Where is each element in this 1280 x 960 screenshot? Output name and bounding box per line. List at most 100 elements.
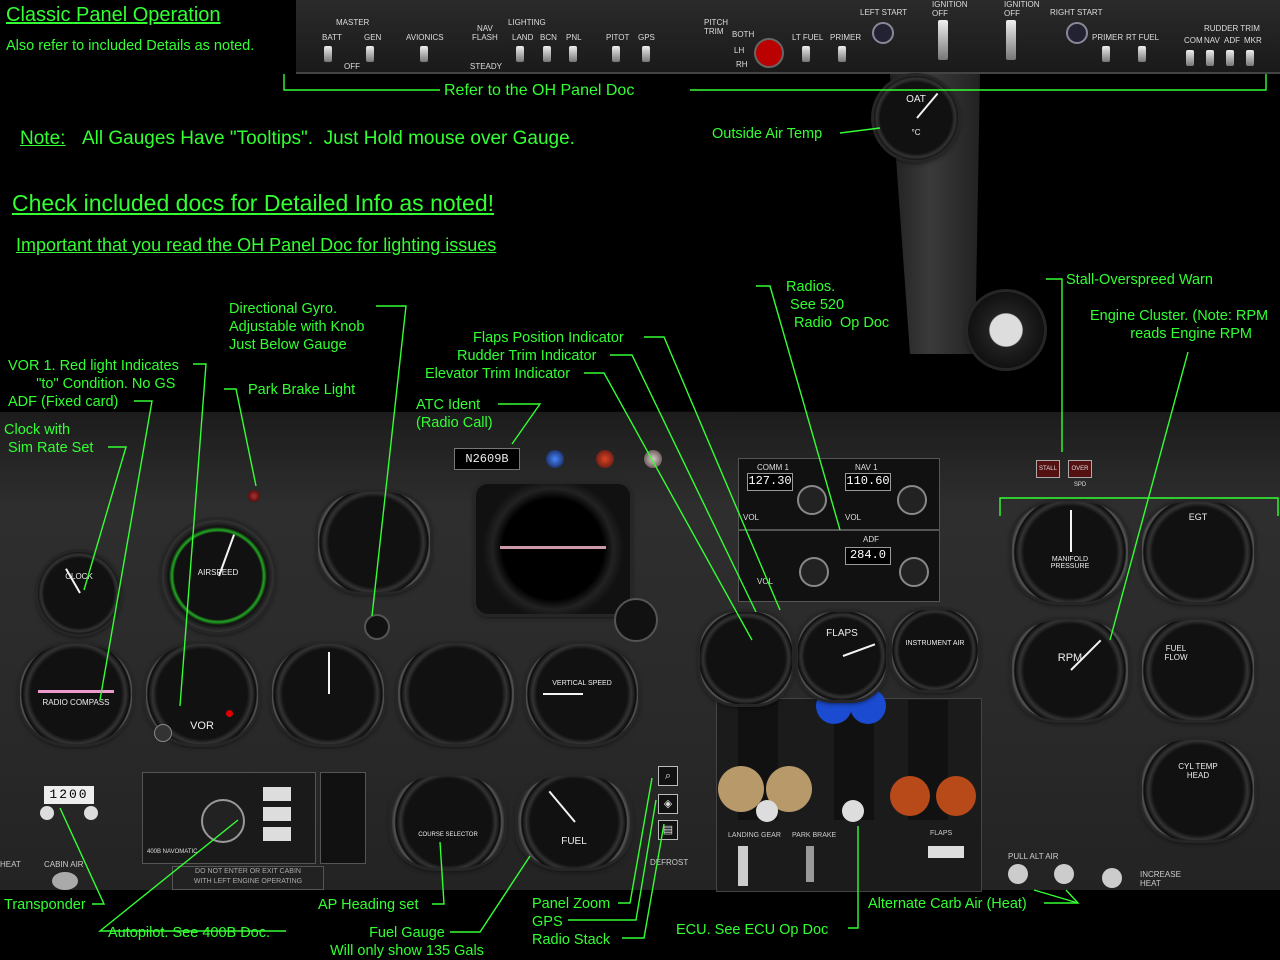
page-subtitle: Also refer to included Details as noted. xyxy=(6,38,255,54)
adf-tune-knob[interactable] xyxy=(899,557,929,587)
radio-stack-icon[interactable]: ▤ xyxy=(658,820,678,840)
oh-bcn-label: BCN xyxy=(540,33,557,42)
egt-gauge[interactable]: EGT xyxy=(1142,502,1254,602)
note-text: All Gauges Have "Tooltips". Just Hold mo… xyxy=(82,128,575,149)
atc-ident-annotation: ATC Ident (Radio Call) xyxy=(416,397,493,431)
ap-nav-button[interactable] xyxy=(263,807,291,821)
nav1-frequency[interactable]: 110.60 xyxy=(845,473,891,491)
oh-com-label: COM xyxy=(1184,36,1203,45)
gps-icon[interactable]: ◈ xyxy=(658,794,678,814)
oat-gauge[interactable]: OAT °C xyxy=(874,76,958,160)
turn-coordinator[interactable] xyxy=(398,644,514,744)
airspeed-indicator[interactable]: AIRSPEED xyxy=(162,520,274,632)
mixture-right-knob[interactable] xyxy=(936,776,976,816)
rpm-label: RPM xyxy=(1057,652,1083,664)
oh-gen-label: GEN xyxy=(364,33,382,42)
adf-frequency[interactable]: 284.0 xyxy=(845,547,891,565)
gps-switch[interactable] xyxy=(642,46,650,62)
altimeter-needle xyxy=(328,652,330,694)
mixture-left-knob[interactable] xyxy=(890,776,930,816)
dg-adjust-knob[interactable] xyxy=(364,614,390,640)
manifold-needle xyxy=(1070,510,1072,552)
batt-switch[interactable] xyxy=(324,46,332,62)
right-ignition-switch[interactable] xyxy=(1006,20,1016,60)
trim-indicator[interactable] xyxy=(700,612,792,704)
beacon-switch[interactable] xyxy=(543,46,551,62)
oh-pnl-label: PNL xyxy=(566,33,582,42)
adf-left-knob[interactable] xyxy=(799,557,829,587)
vor-to-light xyxy=(226,710,233,717)
right-start-button[interactable] xyxy=(1066,22,1088,44)
com-audio-switch[interactable] xyxy=(1186,50,1194,66)
manifold-pressure-gauge[interactable]: MANIFOLD PRESSURE xyxy=(1012,502,1128,602)
left-ignition-switch[interactable] xyxy=(938,20,948,60)
radio-compass-gauge[interactable]: RADIO COMPASS xyxy=(20,644,132,744)
attitude-adjust-knob[interactable] xyxy=(614,598,658,642)
ap-on-button[interactable] xyxy=(263,787,291,801)
fuel-gauge[interactable]: FUEL xyxy=(518,776,630,868)
oh-ignition-right-label: IGNITION OFF xyxy=(1004,0,1040,18)
cabin-air-knob[interactable] xyxy=(52,872,78,890)
transponder-code[interactable]: 1200 xyxy=(44,786,94,804)
landing-gear-lever[interactable] xyxy=(738,846,748,886)
land-light-switch[interactable] xyxy=(516,46,524,62)
oh-ltfuel-label: LT FUEL xyxy=(792,33,824,42)
pitot-switch[interactable] xyxy=(612,46,620,62)
comm1-frequency[interactable]: 127.30 xyxy=(747,473,793,491)
increase-heat-label: INCREASE HEAT xyxy=(1140,870,1181,888)
flaps-indicator[interactable]: FLAPS xyxy=(798,612,886,700)
vsi-label: VERTICAL SPEED xyxy=(552,680,612,687)
annunciator-panel xyxy=(320,772,366,864)
avionics-switch[interactable] xyxy=(420,46,428,62)
trim-disconnect-button[interactable] xyxy=(754,38,784,68)
primer-right-switch[interactable] xyxy=(1102,46,1110,62)
nav1-tune-knob[interactable] xyxy=(897,485,927,515)
alt-air-right-knob[interactable] xyxy=(1054,864,1074,884)
panel-zoom-icon[interactable]: ⌕ xyxy=(658,766,678,786)
oh-primer-label: PRIMER xyxy=(830,33,862,42)
gps-annotation: GPS xyxy=(532,914,563,930)
primer-switch[interactable] xyxy=(838,46,846,62)
throttle-left-knob[interactable] xyxy=(718,766,764,812)
left-start-button[interactable] xyxy=(872,22,894,44)
transponder-right-knob[interactable] xyxy=(84,806,98,820)
ap-alt-button[interactable] xyxy=(263,827,291,841)
panel-light-switch[interactable] xyxy=(569,46,577,62)
transponder-left-knob[interactable] xyxy=(40,806,54,820)
rt-fuel-switch[interactable] xyxy=(1138,46,1146,62)
flaps-lever[interactable] xyxy=(928,846,964,858)
park-brake-lever[interactable] xyxy=(806,846,814,882)
nav-audio-switch[interactable] xyxy=(1206,50,1214,66)
attitude-indicator[interactable] xyxy=(476,484,630,614)
instrument-air-gauge[interactable]: INSTRUMENT AIR xyxy=(892,610,978,690)
rudder-trim-annotation: Rudder Trim Indicator xyxy=(457,348,597,364)
autopilot-heading-knob[interactable] xyxy=(201,799,245,843)
autopilot-model: 400B NAVOMATIC xyxy=(147,849,198,855)
altimeter[interactable] xyxy=(272,644,384,744)
fuel-flow-gauge[interactable]: FUEL FLOW xyxy=(1142,620,1254,720)
cylinder-temp-gauge[interactable]: CYL TEMP HEAD xyxy=(1142,740,1254,840)
adf-audio-switch[interactable] xyxy=(1226,50,1234,66)
flaps-needle xyxy=(842,643,876,657)
fuel-needle xyxy=(548,790,576,823)
nav1-label: NAV 1 xyxy=(855,463,878,472)
gen-switch[interactable] xyxy=(366,46,374,62)
oh-ruddertrim-label: RUDDER TRIM xyxy=(1204,24,1260,33)
course-selector-gauge[interactable]: COURSE SELECTOR xyxy=(392,776,504,868)
friction-lock-knob[interactable] xyxy=(842,800,864,822)
park-brake-label: PARK BRAKE xyxy=(792,832,837,839)
directional-gyro[interactable] xyxy=(318,492,430,592)
rpm-gauge[interactable]: RPM xyxy=(1012,620,1128,720)
comm1-tune-knob[interactable] xyxy=(797,485,827,515)
engine-cluster-annotation: Engine Cluster. (Note: RPM reads Engine … xyxy=(1090,308,1269,342)
vertical-speed-indicator[interactable]: VERTICAL SPEED xyxy=(526,644,638,744)
alt-air-left-knob[interactable] xyxy=(1008,864,1028,884)
tail-number[interactable]: N2609B xyxy=(454,448,520,470)
vor-obs-knob[interactable] xyxy=(154,724,172,742)
mkr-audio-switch[interactable] xyxy=(1246,50,1254,66)
cabin-heat-knob[interactable] xyxy=(1102,868,1122,888)
throttle-friction-knob[interactable] xyxy=(756,800,778,822)
clock-gauge[interactable]: CLOCK xyxy=(38,552,120,634)
lt-fuel-switch[interactable] xyxy=(802,46,810,62)
adf-radio-label: ADF xyxy=(863,535,879,544)
